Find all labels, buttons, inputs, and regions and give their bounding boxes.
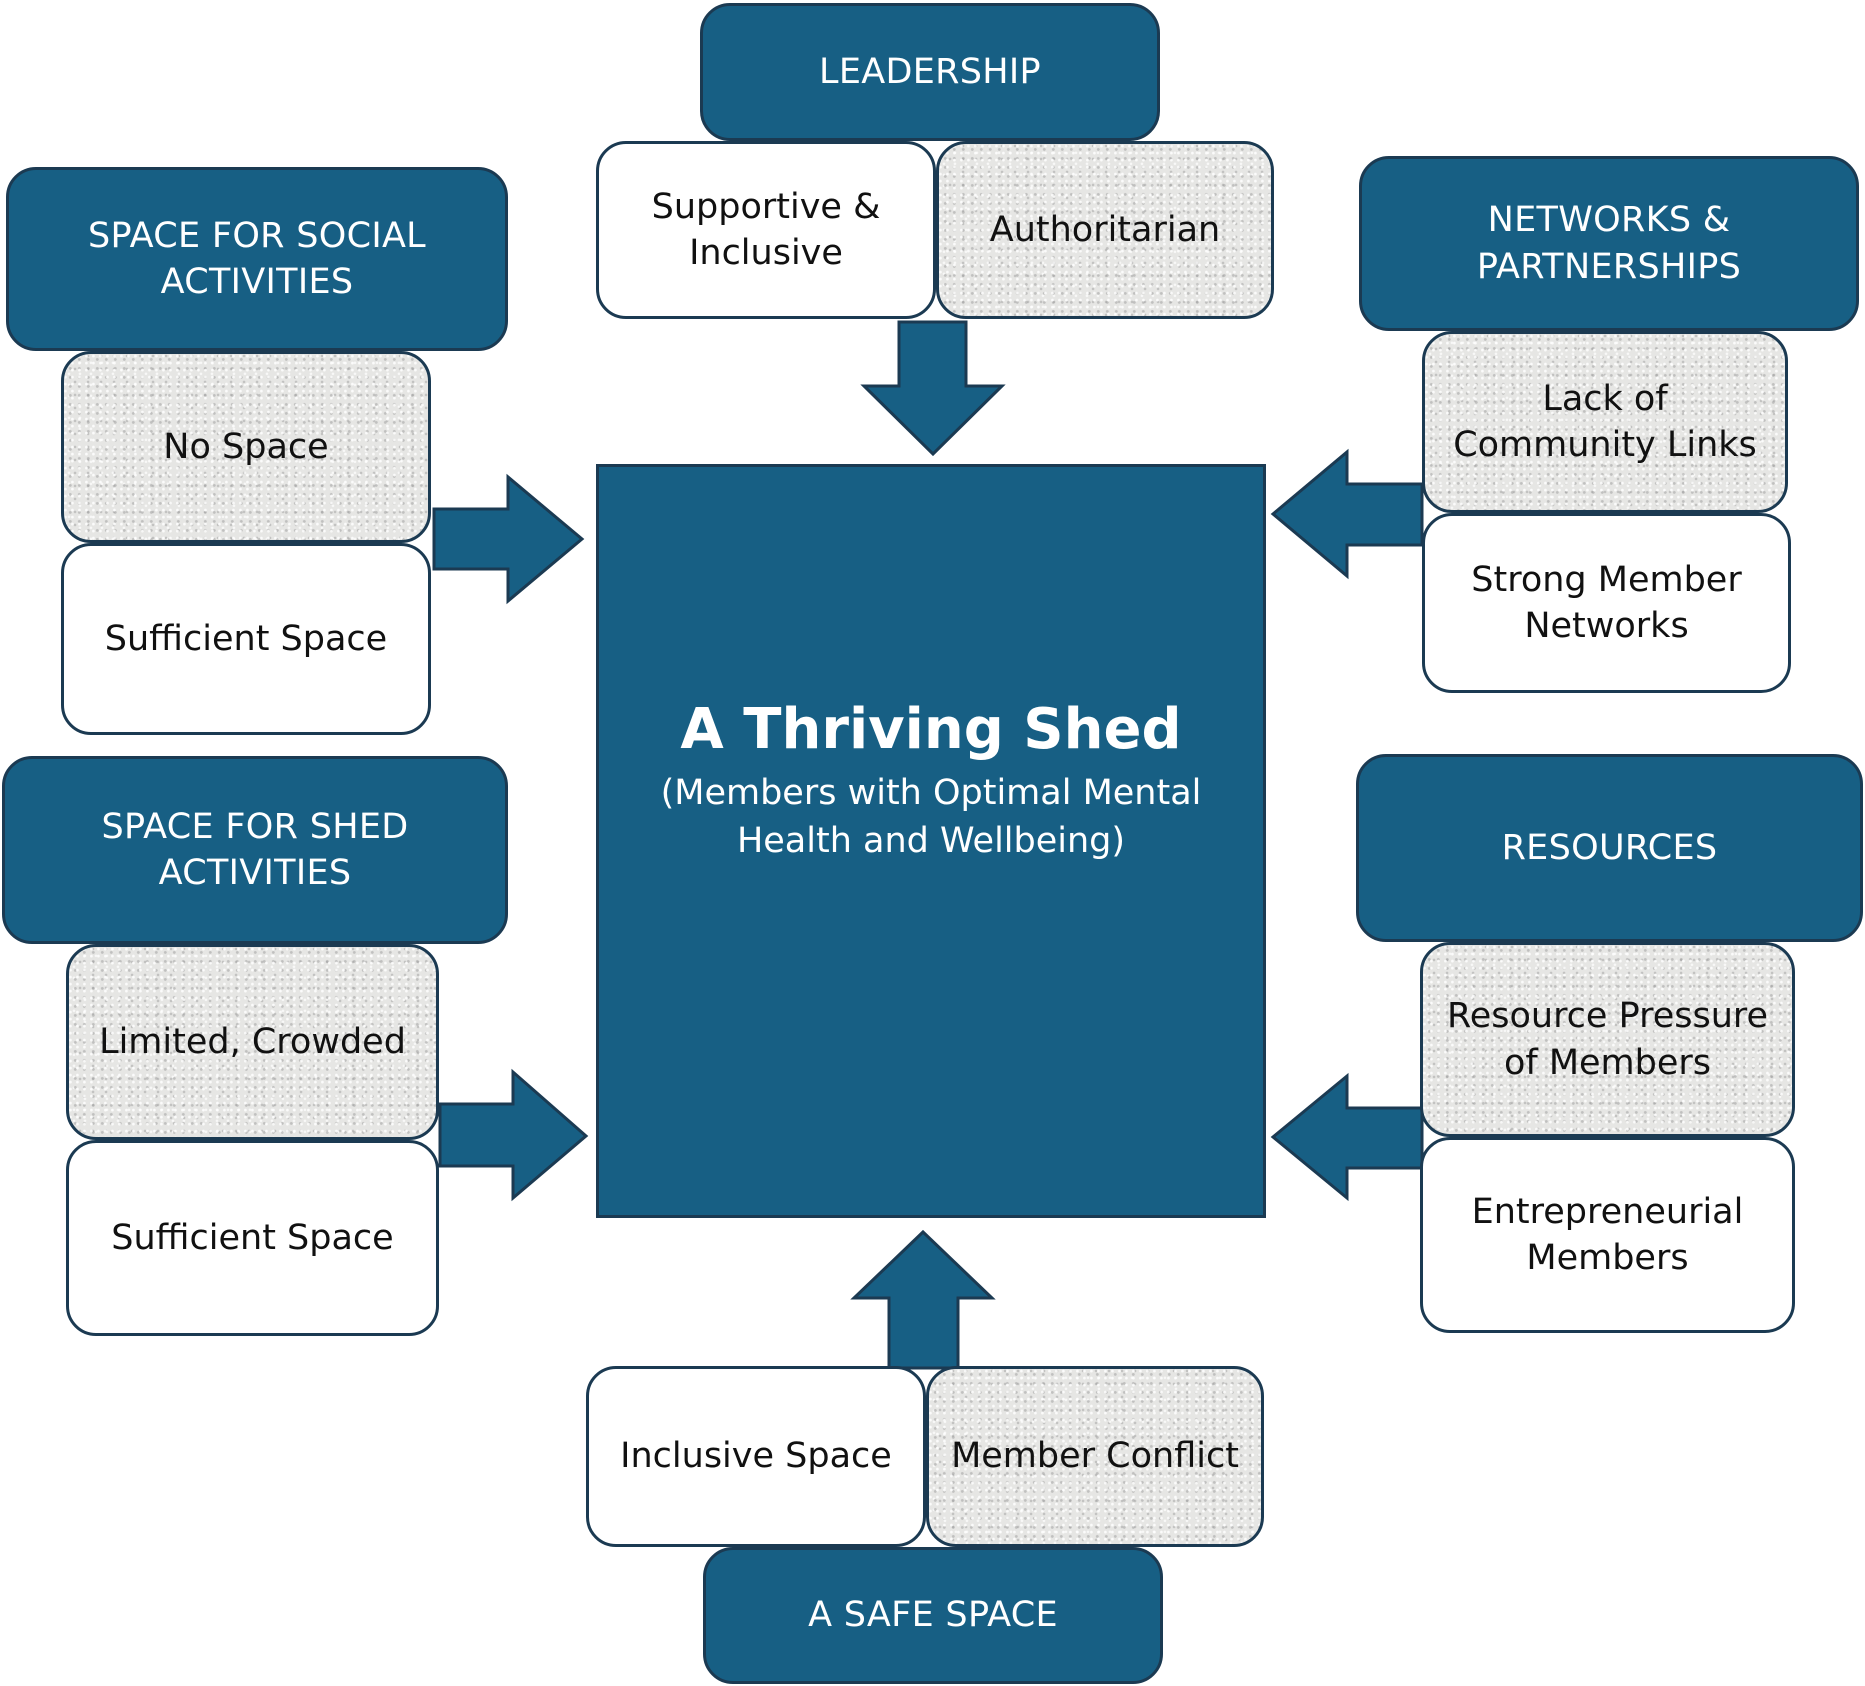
arrow-social-space-right [432, 473, 585, 605]
networks-positive: Strong Member Networks [1422, 513, 1791, 693]
safe-space-positive: Inclusive Space [586, 1366, 926, 1547]
networks-header: NETWORKS & PARTNERSHIPS [1359, 156, 1859, 331]
center-title: A Thriving Shed [680, 697, 1182, 763]
arrow-safe-space-up [850, 1229, 996, 1370]
leadership-positive: Supportive & Inclusive [596, 141, 936, 319]
social-space-negative: No Space [61, 351, 431, 543]
shed-space-positive: Sufficient Space [66, 1140, 439, 1336]
arrow-shed-space-right [438, 1068, 589, 1202]
resources-negative: Resource Pressure of Members [1420, 942, 1795, 1137]
resources-header: RESOURCES [1356, 754, 1863, 942]
arrow-resources-left [1270, 1072, 1424, 1202]
leadership-negative: Authoritarian [936, 141, 1274, 319]
center-subtitle: (Members with Optimal Mental Health and … [660, 773, 1202, 861]
safe-space-header: A SAFE SPACE [703, 1547, 1163, 1684]
arrow-leadership-down [860, 320, 1006, 457]
leadership-header: LEADERSHIP [700, 3, 1160, 141]
shed-space-negative: Limited, Crowded [66, 944, 439, 1140]
safe-space-negative: Member Conflict [926, 1366, 1264, 1547]
arrow-networks-left [1270, 448, 1424, 580]
shed-space-header: SPACE FOR SHED ACTIVITIES [2, 756, 508, 944]
center-box: A Thriving Shed (Members with Optimal Me… [596, 464, 1266, 1218]
resources-positive: Entrepreneurial Members [1420, 1137, 1795, 1333]
networks-negative: Lack of Community Links [1422, 331, 1788, 513]
social-space-header: SPACE FOR SOCIAL ACTIVITIES [6, 167, 508, 351]
social-space-positive: Sufficient Space [61, 543, 431, 735]
